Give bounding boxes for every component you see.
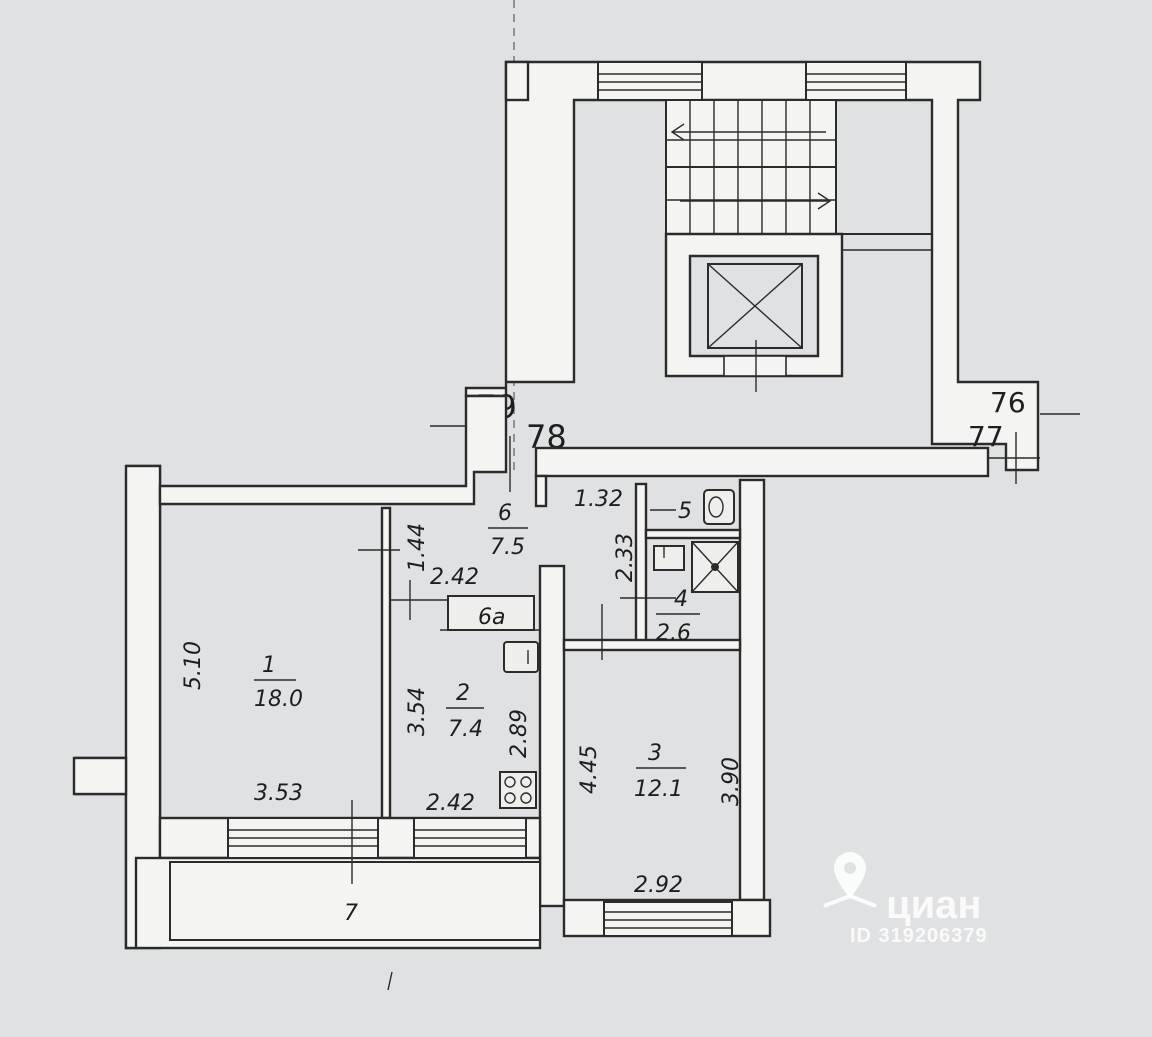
room-2: 2 7.4 <box>446 681 484 742</box>
room-6-number: 6 <box>498 501 512 526</box>
dim-room3-right: 3.90 <box>719 757 744 806</box>
wall-stub <box>72 756 128 796</box>
balcony-floor <box>169 861 541 941</box>
stairwell-outer-wall <box>464 60 1040 472</box>
stray-mark <box>387 971 393 991</box>
dim-room2-right: 2.89 <box>507 709 532 758</box>
window-room1 <box>227 817 379 859</box>
wc-bath-partition <box>644 528 742 540</box>
dim-room2-left: 3.54 <box>405 687 430 736</box>
cian-watermark: циан ID 319206379 <box>823 852 988 947</box>
room-3: 3 12.1 <box>634 741 686 802</box>
corridor-wall-return <box>534 474 548 508</box>
dim-room3-left: 4.45 <box>577 745 602 794</box>
room-4-number: 4 <box>674 587 688 612</box>
room1-top-wall <box>158 394 508 506</box>
partition-2-3 <box>538 564 566 908</box>
watermark-id: ID 319206379 <box>850 925 988 947</box>
room-6a-number: 6a <box>478 605 505 630</box>
room-1-number: 1 <box>262 653 276 678</box>
stairwell: 79 78 76 77 <box>430 60 1080 484</box>
room3-top-wall <box>562 638 742 652</box>
room-6: 6 7.5 <box>488 501 528 560</box>
room-2-number: 2 <box>456 681 470 706</box>
room-5: 5 <box>650 499 692 524</box>
kitchen-sink <box>503 641 539 673</box>
room-3-area: 12.1 <box>634 777 683 802</box>
dim-bath-height: 2.33 <box>613 533 638 582</box>
dimension-labels: 5.10 3.53 3.54 2.89 2.42 2.42 1.44 4.45 … <box>181 487 744 898</box>
dim-hall-depth: 1.44 <box>405 523 430 572</box>
room-1: 1 18.0 <box>254 653 303 712</box>
partition-1-2 <box>380 506 392 820</box>
stair-window-right <box>805 61 907 101</box>
stair-flights <box>665 99 837 235</box>
label-76: 76 <box>990 386 1026 419</box>
window-room2 <box>413 817 527 859</box>
stove-icon <box>499 771 537 809</box>
corridor-wall <box>534 446 990 478</box>
dim-room1-width: 3.53 <box>254 781 303 806</box>
shower-tray-icon <box>691 541 739 593</box>
toilet-icon <box>703 489 735 525</box>
dim-wc-width: 1.32 <box>574 487 623 512</box>
dim-room2-bottom: 2.42 <box>426 791 475 816</box>
stairwell-corner <box>504 60 530 102</box>
window-room3 <box>603 901 733 937</box>
room-2-area: 7.4 <box>448 717 483 742</box>
elevator-shaft <box>664 232 844 392</box>
dim-room3-bottom: 2.92 <box>634 873 683 898</box>
dim-hall-width: 2.42 <box>430 565 479 590</box>
room-6-area: 7.5 <box>490 535 525 560</box>
map-pin-icon <box>823 852 877 908</box>
bath-sink <box>653 545 685 571</box>
room-1-area: 18.0 <box>254 687 303 712</box>
room-5-number: 5 <box>678 499 692 524</box>
watermark-brand: циан <box>886 883 982 927</box>
room-3-number: 3 <box>648 741 662 766</box>
room-4-area: 2.6 <box>656 621 691 646</box>
room-4: 4 2.6 <box>656 587 700 646</box>
room-7-number: 7 <box>344 901 358 926</box>
dim-room1-height: 5.10 <box>181 641 206 690</box>
stair-window-left <box>597 61 703 101</box>
right-wall <box>738 478 766 902</box>
